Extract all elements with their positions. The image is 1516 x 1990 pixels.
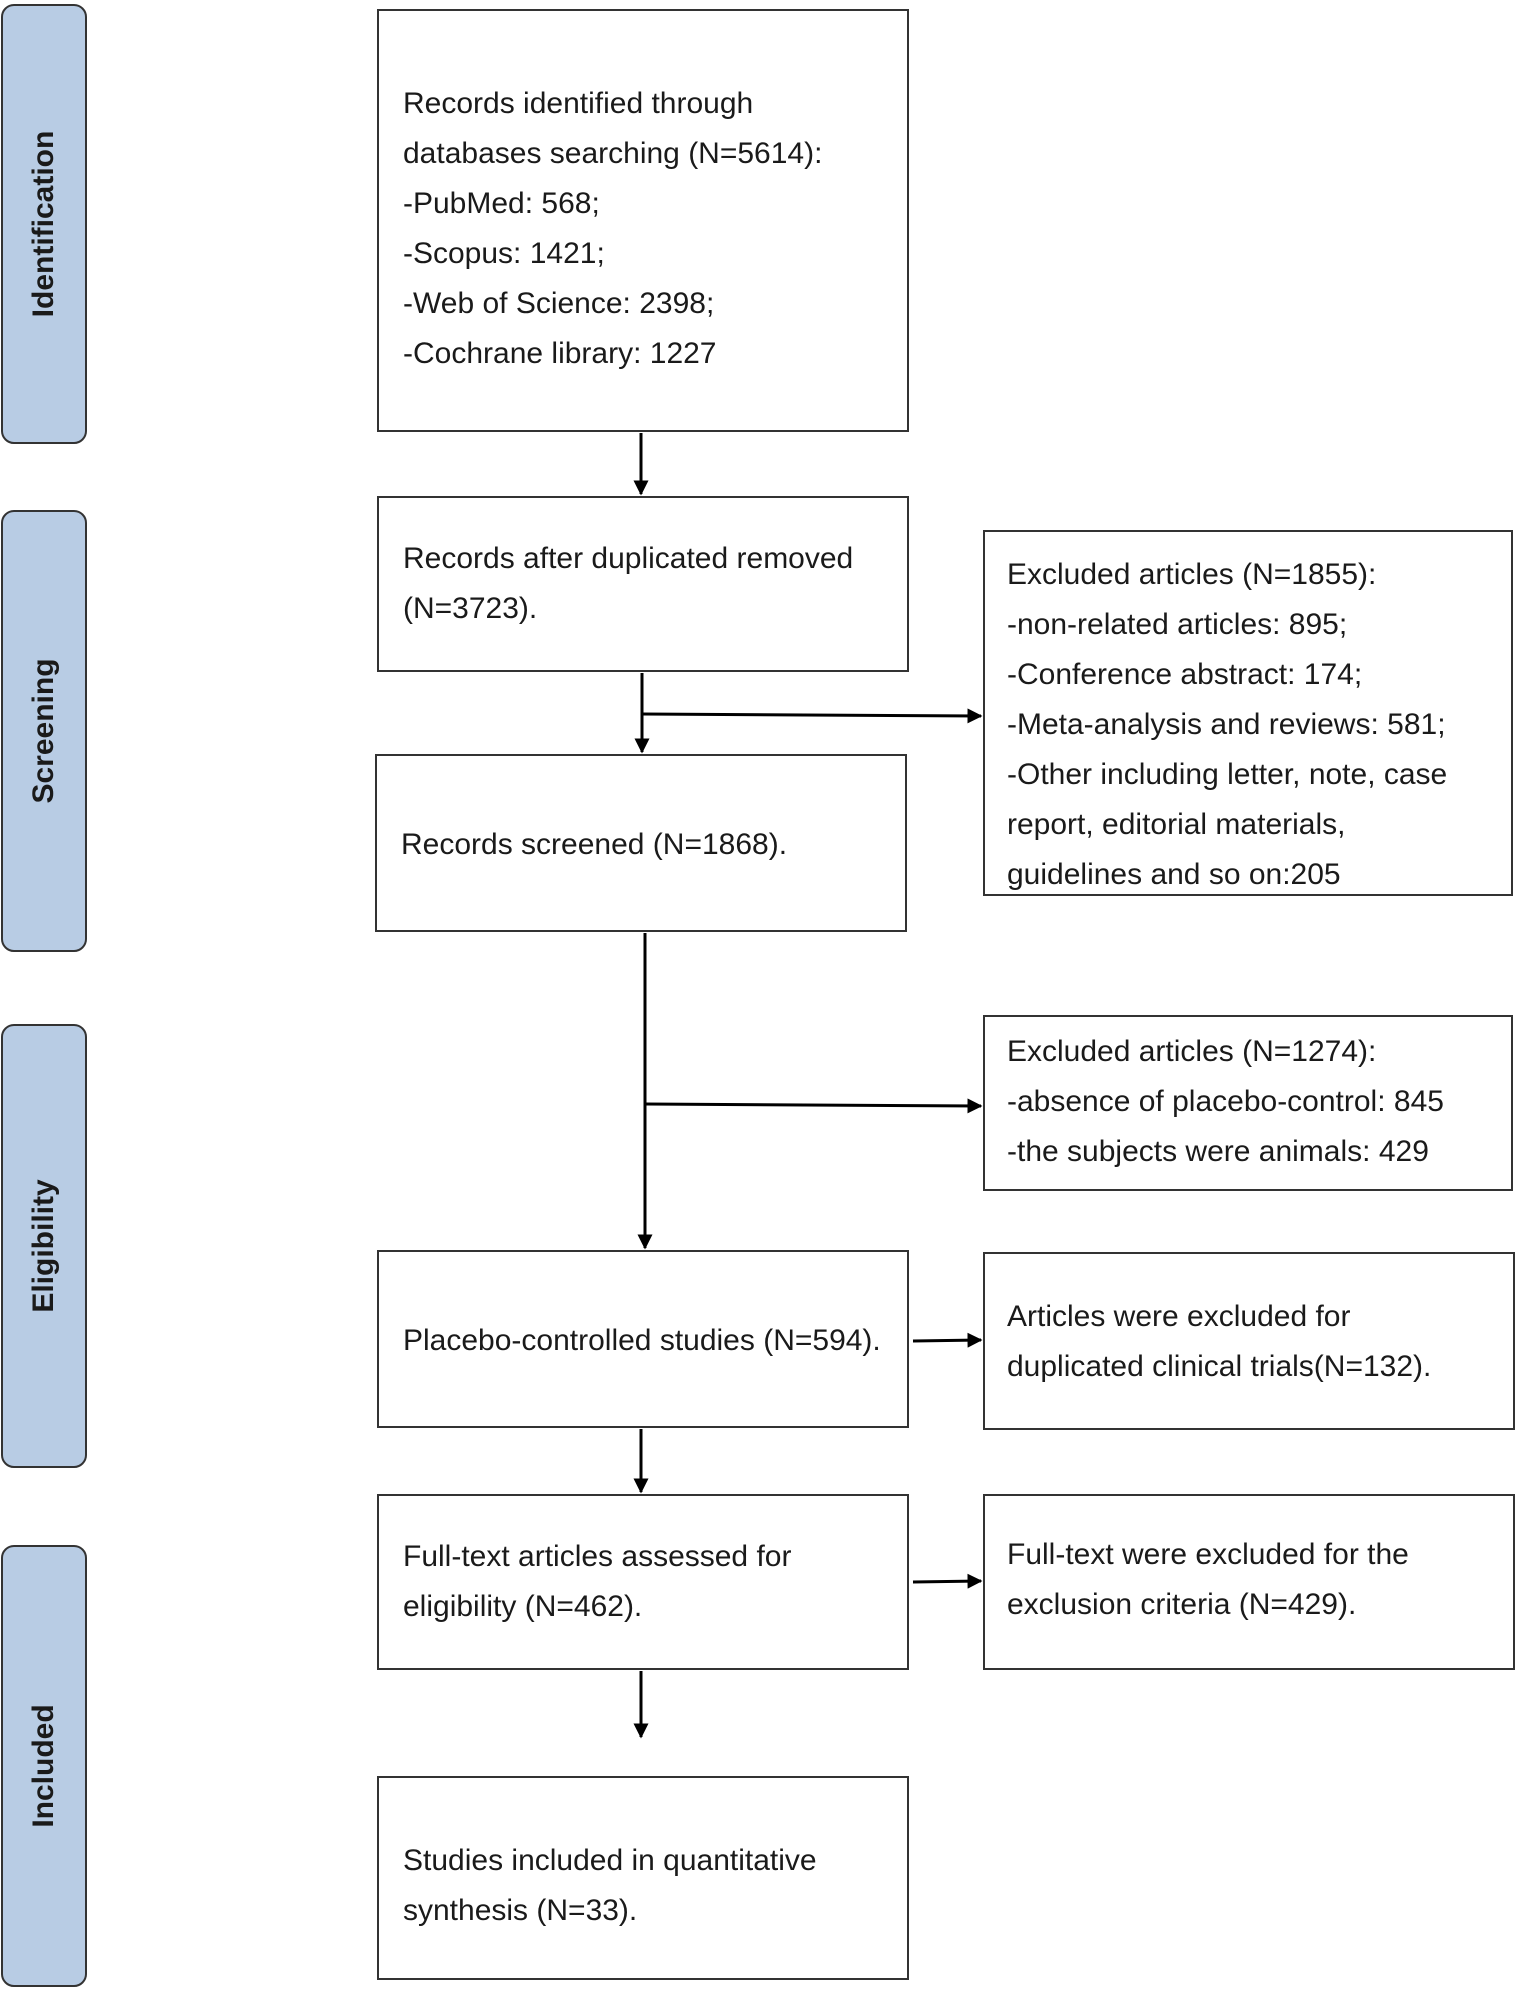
full-text-assessed-box: Full-text articles assessed for eligibil… bbox=[377, 1494, 909, 1670]
phase-included: Included bbox=[1, 1545, 87, 1987]
box-line: Studies included in quantitative bbox=[403, 1844, 817, 1877]
box-line: exclusion criteria (N=429). bbox=[1007, 1588, 1357, 1621]
box-line: -absence of placebo-control: 845 bbox=[1007, 1085, 1444, 1118]
box-line: eligibility (N=462). bbox=[403, 1590, 643, 1623]
box-line: -Scopus: 1421; bbox=[403, 237, 605, 270]
box-line: report, editorial materials, bbox=[1007, 808, 1346, 841]
excluded-eligibility-box: Excluded articles (N=1274): -absence of … bbox=[983, 1015, 1513, 1191]
box-line: Full-text were excluded for the bbox=[1007, 1538, 1409, 1571]
box-line: Excluded articles (N=1855): bbox=[1007, 558, 1377, 591]
placebo-controlled-box: Placebo-controlled studies (N=594). bbox=[377, 1250, 909, 1428]
phase-label: Eligibility bbox=[27, 1179, 60, 1313]
excluded-duplicated-trials-box: Articles were excluded for duplicated cl… bbox=[983, 1252, 1515, 1430]
excluded-screening-box: Excluded articles (N=1855): -non-related… bbox=[983, 530, 1513, 896]
records-identified-box: Records identified through databases sea… bbox=[377, 9, 909, 432]
box-line: Records identified through bbox=[403, 87, 754, 120]
box-line: Excluded articles (N=1274): bbox=[1007, 1035, 1377, 1068]
arrow-placebo-to-excluded-duplicated bbox=[912, 1332, 983, 1348]
box-line: duplicated clinical trials(N=132). bbox=[1007, 1350, 1432, 1383]
box-line: synthesis (N=33). bbox=[403, 1894, 638, 1927]
phase-label: Identification bbox=[27, 130, 60, 318]
phase-screening: Screening bbox=[1, 510, 87, 952]
box-line: Full-text articles assessed for bbox=[403, 1540, 792, 1573]
box-line: -Conference abstract: 174; bbox=[1007, 658, 1363, 691]
phase-eligibility: Eligibility bbox=[1, 1024, 87, 1468]
full-text-excluded-box: Full-text were excluded for the exclusio… bbox=[983, 1494, 1515, 1670]
box-line: (N=3723). bbox=[403, 592, 538, 625]
studies-included-box: Studies included in quantitative synthes… bbox=[377, 1776, 909, 1980]
box-line: -Web of Science: 2398; bbox=[403, 287, 715, 320]
box-line: guidelines and so on:205 bbox=[1007, 858, 1341, 891]
records-after-duplicates-box: Records after duplicated removed (N=3723… bbox=[377, 496, 909, 672]
phase-label: Screening bbox=[27, 658, 60, 804]
box-line: Articles were excluded for bbox=[1007, 1300, 1351, 1333]
box-line: Placebo-controlled studies (N=594). bbox=[403, 1324, 881, 1357]
phase-label: Included bbox=[27, 1704, 60, 1828]
box-line: Records after duplicated removed bbox=[403, 542, 854, 575]
box-line: -the subjects were animals: 429 bbox=[1007, 1135, 1429, 1168]
box-line: -PubMed: 568; bbox=[403, 187, 600, 220]
arrow-full-text-to-excluded bbox=[912, 1573, 983, 1589]
box-line: -Meta-analysis and reviews: 581; bbox=[1007, 708, 1446, 741]
records-screened-box: Records screened (N=1868). bbox=[375, 754, 907, 932]
box-line: -non-related articles: 895; bbox=[1007, 608, 1348, 641]
box-line: -Cochrane library: 1227 bbox=[403, 337, 717, 370]
box-line: databases searching (N=5614): bbox=[403, 137, 823, 170]
arrow-to-excluded-screening bbox=[641, 708, 983, 724]
arrow-to-excluded-eligibility bbox=[644, 1098, 983, 1114]
phase-identification: Identification bbox=[1, 4, 87, 444]
box-line: Records screened (N=1868). bbox=[401, 828, 788, 861]
box-line: -Other including letter, note, case bbox=[1007, 758, 1448, 791]
